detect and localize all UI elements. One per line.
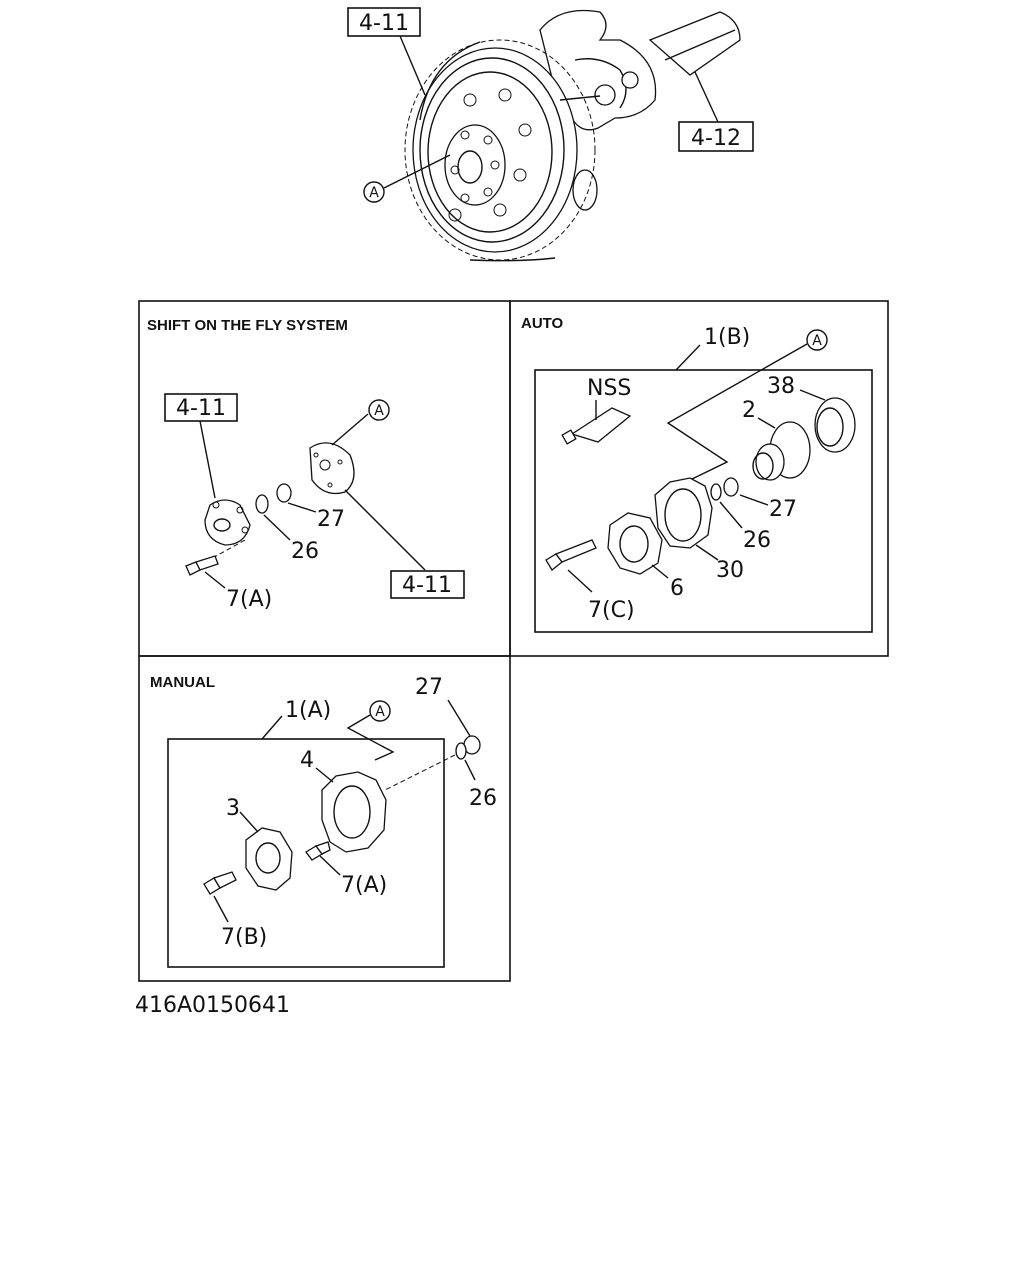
ref-box-shift-top: 4-11 xyxy=(164,393,238,422)
cover-3-manual xyxy=(245,827,293,891)
label-26-manual: 26 xyxy=(469,786,497,811)
panel-title-shift: SHIFT ON THE FLY SYSTEM xyxy=(147,317,348,334)
label-26-shift: 26 xyxy=(291,539,319,564)
flange-disk-shift xyxy=(309,442,355,495)
leader-hub xyxy=(399,35,426,96)
ref-box-axle: 4-12 xyxy=(678,121,754,152)
ring-26-shift xyxy=(255,494,269,514)
bolt-7a-shift xyxy=(185,555,219,576)
hub-assembly-illustration xyxy=(404,9,741,262)
panel-auto xyxy=(509,300,889,657)
svg-text:4-11: 4-11 xyxy=(402,573,452,598)
ref-box-hub: 4-11 xyxy=(347,7,421,37)
ring-27-auto xyxy=(723,477,739,497)
hub-flange-small xyxy=(204,499,251,546)
callout-a-manual: A xyxy=(369,700,391,722)
auto-assembly-box xyxy=(534,369,873,633)
bolt-7a-manual xyxy=(305,841,331,861)
bolt-7b-manual xyxy=(203,871,237,895)
label-27-manual: 27 xyxy=(415,675,443,700)
leader-axle xyxy=(694,71,719,123)
label-4: 4 xyxy=(300,748,314,773)
ring-26-auto xyxy=(710,483,722,501)
label-2: 2 xyxy=(742,398,756,423)
callout-a-auto: A xyxy=(806,329,828,351)
label-27-auto: 27 xyxy=(769,497,797,522)
label-7b: 7(B) xyxy=(221,925,267,950)
body-4-manual xyxy=(321,771,387,853)
svg-text:A: A xyxy=(812,333,822,349)
label-1b-auto: 1(B) xyxy=(704,325,750,350)
ref-axle-label: 4-12 xyxy=(691,126,741,151)
ref-hub-label: 4-11 xyxy=(359,11,409,36)
label-1a-manual: 1(A) xyxy=(285,698,331,723)
body-30-auto xyxy=(654,477,713,549)
label-26-auto: 26 xyxy=(743,528,771,553)
label-7a-manual: 7(A) xyxy=(341,873,387,898)
svg-text:4-11: 4-11 xyxy=(176,396,226,421)
figure-code: 416A0150641 xyxy=(135,993,290,1018)
svg-text:A: A xyxy=(375,704,385,720)
ref-box-shift-bottom: 4-11 xyxy=(390,570,465,599)
manual-assembly-box xyxy=(167,738,445,968)
label-3: 3 xyxy=(226,796,240,821)
grease-tube-nss xyxy=(561,407,632,445)
leader-shift-ref-top xyxy=(199,420,216,499)
ring-26-manual xyxy=(455,742,467,760)
label-38: 38 xyxy=(767,374,795,399)
panel-title-auto: AUTO xyxy=(521,315,564,332)
label-7a-shift: 7(A) xyxy=(226,587,272,612)
panel-title-manual: MANUAL xyxy=(150,674,215,691)
panel-manual xyxy=(138,655,511,982)
bolt-7c-auto xyxy=(545,539,597,571)
callout-a-top: A xyxy=(363,181,385,203)
label-6: 6 xyxy=(670,576,684,601)
clutch-2-auto xyxy=(752,421,811,481)
label-nss: NSS xyxy=(587,376,631,401)
callout-a-shift: A xyxy=(368,399,390,421)
ring-38-auto xyxy=(814,397,856,453)
label-27-shift: 27 xyxy=(317,507,345,532)
ring-27-shift xyxy=(276,483,292,503)
svg-text:A: A xyxy=(369,185,379,201)
label-30: 30 xyxy=(716,558,744,583)
leader-callout-a-top xyxy=(383,154,451,189)
svg-text:A: A xyxy=(374,403,384,419)
label-7c: 7(C) xyxy=(588,598,635,623)
cover-6-auto xyxy=(607,512,663,575)
